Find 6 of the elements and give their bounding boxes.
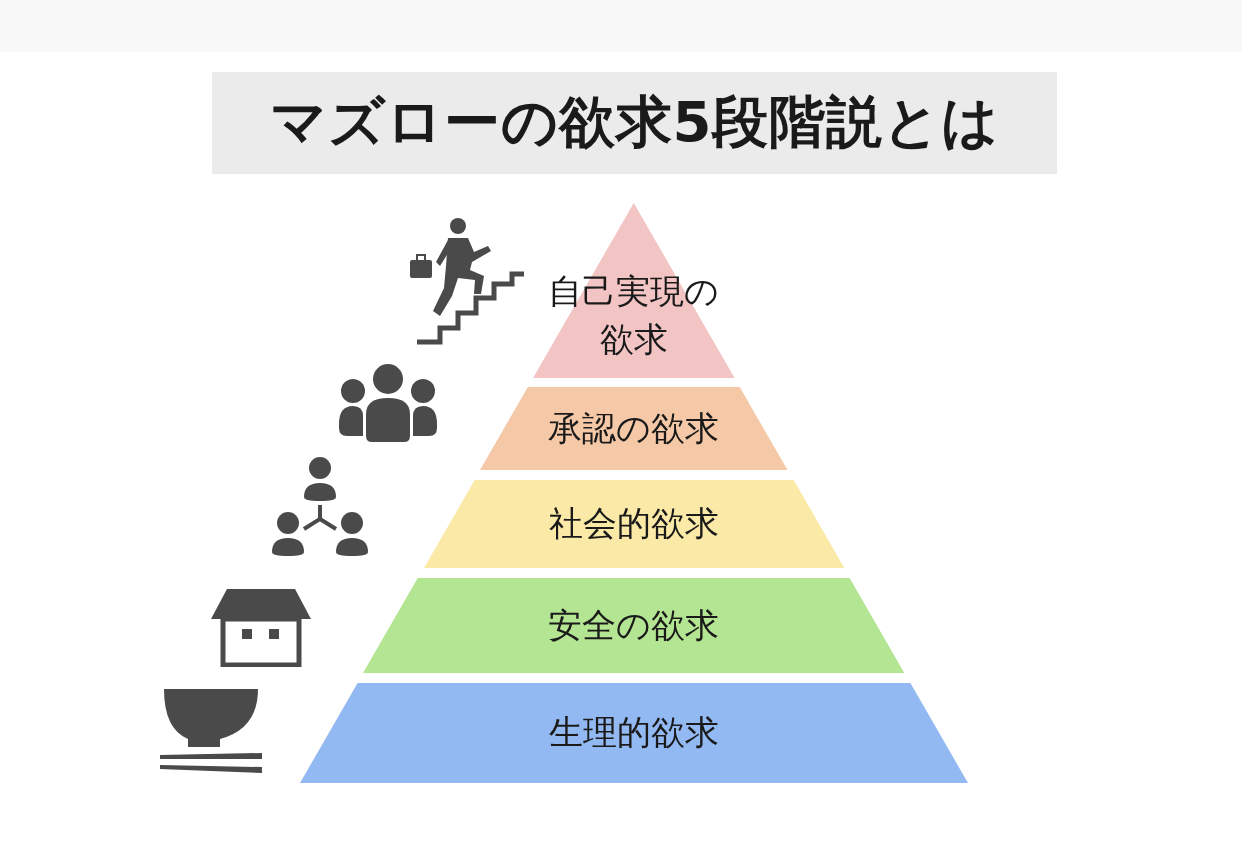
tier-label: 自己実現の欲求 bbox=[547, 269, 721, 361]
tier-label: 社会的欲求 bbox=[549, 502, 719, 546]
tier-label: 生理的欲求 bbox=[549, 711, 719, 755]
tier-label: 承認の欲求 bbox=[548, 406, 720, 450]
tier-label: 安全の欲求 bbox=[548, 603, 720, 647]
title: マズローの欲求5段階説とは bbox=[212, 72, 1057, 174]
